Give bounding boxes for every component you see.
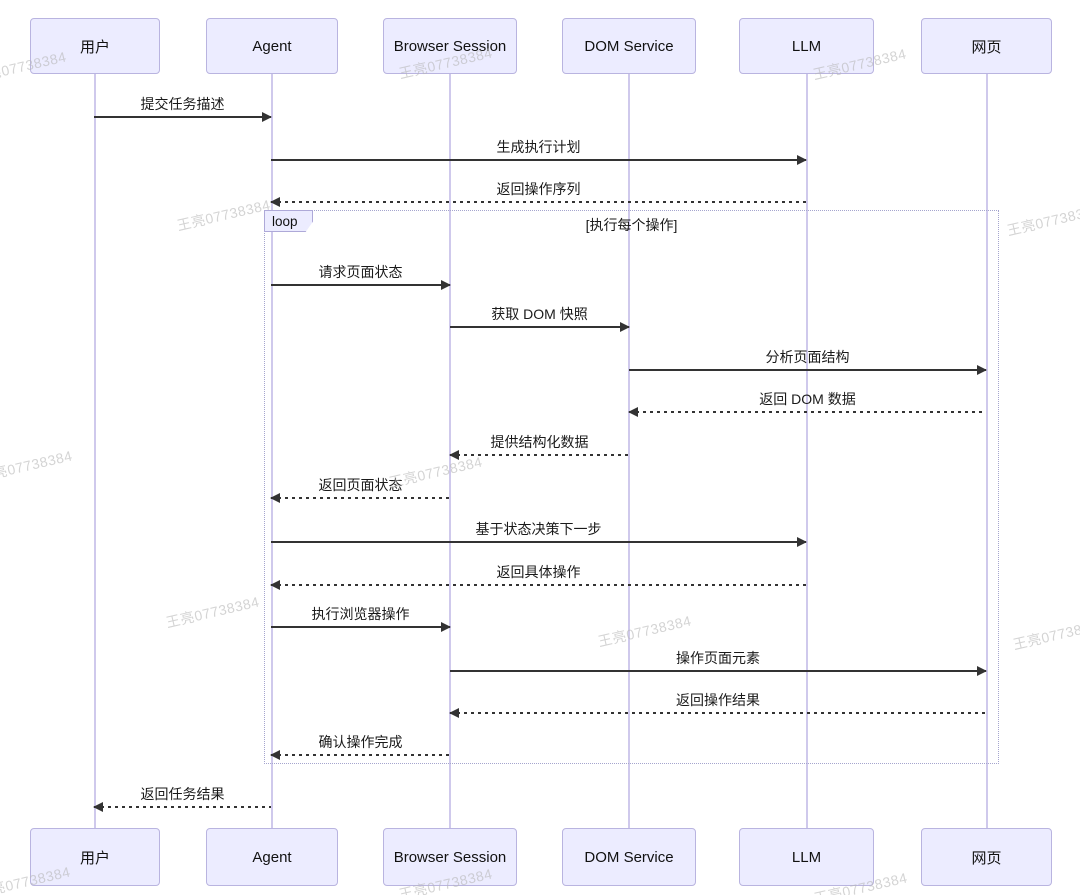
message-label: 基于状态决策下一步	[475, 521, 602, 537]
lifeline-llm	[806, 74, 808, 828]
arrowhead-icon	[441, 621, 451, 632]
message-label: 获取 DOM 快照	[491, 306, 588, 322]
message-label: 操作页面元素	[676, 650, 760, 666]
actor-dom-service-bottom: DOM Service	[562, 828, 696, 886]
message-line	[450, 665, 987, 676]
arrowhead-icon	[620, 321, 630, 332]
message-line	[94, 111, 272, 122]
arrowhead-icon	[270, 749, 280, 760]
arrowhead-icon	[270, 579, 280, 590]
lifeline-agent	[271, 74, 273, 828]
actor-webpage-top: 网页	[921, 18, 1052, 74]
message-line	[270, 492, 450, 503]
message-2: 返回操作序列	[270, 181, 806, 207]
actor-agent-top: Agent	[206, 18, 338, 74]
message-line	[628, 406, 986, 417]
watermark: 王亮07738384	[1011, 615, 1080, 653]
actor-user-bottom: 用户	[30, 828, 160, 886]
message-label: 请求页面状态	[318, 264, 403, 280]
message-line	[449, 707, 986, 718]
lifeline-webpage	[986, 74, 988, 828]
message-7: 提供结构化数据	[449, 434, 629, 460]
actor-user-top: 用户	[30, 18, 160, 74]
arrowhead-icon	[449, 449, 459, 460]
message-8: 返回页面状态	[270, 477, 450, 503]
arrowhead-icon	[262, 111, 272, 122]
message-line	[270, 579, 806, 590]
message-line	[449, 449, 629, 460]
message-13: 返回操作结果	[449, 692, 986, 718]
message-12: 操作页面元素	[450, 650, 987, 676]
watermark: 王亮07738384	[175, 196, 272, 234]
message-5: 分析页面结构	[629, 349, 987, 375]
arrowhead-icon	[977, 665, 987, 676]
watermark: 王亮07738384	[164, 593, 261, 631]
message-label: 返回操作序列	[496, 181, 581, 197]
arrowhead-icon	[628, 406, 638, 417]
message-label: 返回任务结果	[140, 786, 225, 802]
message-1: 生成执行计划	[271, 139, 807, 165]
arrowhead-icon	[797, 536, 807, 547]
message-label: 返回 DOM 数据	[759, 391, 856, 407]
lifeline-dom-service	[628, 74, 630, 828]
message-line	[271, 621, 451, 632]
actor-dom-service-top: DOM Service	[562, 18, 696, 74]
message-line	[450, 321, 630, 332]
arrowhead-icon	[270, 492, 280, 503]
message-line	[270, 749, 450, 760]
message-label: 返回页面状态	[318, 477, 403, 493]
loop-frame	[264, 210, 999, 764]
message-line	[629, 364, 987, 375]
message-label: 返回操作结果	[676, 692, 760, 708]
message-line	[270, 196, 806, 207]
message-label: 提供结构化数据	[490, 434, 589, 450]
message-label: 分析页面结构	[765, 349, 850, 365]
message-15: 返回任务结果	[93, 786, 271, 812]
message-label: 返回具体操作	[496, 564, 581, 580]
message-10: 返回具体操作	[270, 564, 806, 590]
actor-agent-bottom: Agent	[206, 828, 338, 886]
message-6: 返回 DOM 数据	[628, 391, 986, 417]
arrowhead-icon	[93, 801, 103, 812]
message-line	[271, 154, 807, 165]
message-4: 获取 DOM 快照	[450, 306, 630, 332]
arrowhead-icon	[441, 279, 451, 290]
actor-webpage-bottom: 网页	[921, 828, 1052, 886]
loop-condition: [执行每个操作]	[585, 217, 678, 233]
message-11: 执行浏览器操作	[271, 606, 451, 632]
arrowhead-icon	[977, 364, 987, 375]
arrowhead-icon	[449, 707, 459, 718]
loop-label: loop	[264, 210, 313, 232]
actor-llm-bottom: LLM	[739, 828, 874, 886]
arrowhead-icon	[270, 196, 280, 207]
actor-llm-top: LLM	[739, 18, 874, 74]
message-14: 确认操作完成	[270, 734, 450, 760]
message-9: 基于状态决策下一步	[271, 521, 807, 547]
actor-browser-session-bottom: Browser Session	[383, 828, 517, 886]
message-label: 执行浏览器操作	[311, 606, 410, 622]
message-line	[271, 279, 451, 290]
watermark: 王亮07738384	[1005, 201, 1080, 239]
message-label: 提交任务描述	[140, 96, 225, 112]
message-0: 提交任务描述	[94, 96, 272, 122]
actor-browser-session-top: Browser Session	[383, 18, 517, 74]
message-label: 确认操作完成	[318, 734, 403, 750]
message-line	[271, 536, 807, 547]
message-3: 请求页面状态	[271, 264, 451, 290]
message-label: 生成执行计划	[496, 139, 581, 155]
watermark: 王亮07738384	[0, 447, 74, 485]
lifeline-user	[94, 74, 96, 828]
message-line	[93, 801, 271, 812]
arrowhead-icon	[797, 154, 807, 165]
